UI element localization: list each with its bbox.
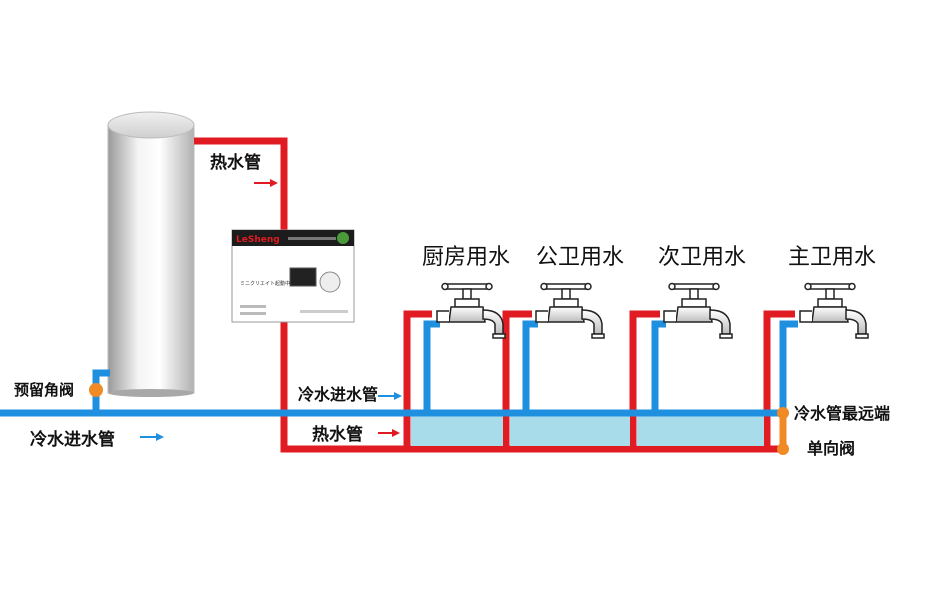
hot-water-pipes — [194, 137, 795, 453]
label-hot-pipe-top: 热水管 — [210, 152, 261, 173]
label-faucet-second-bath: 次卫用水 — [658, 245, 746, 270]
faucet-master-bath — [799, 282, 869, 339]
arrow-cold-loop — [378, 392, 402, 400]
arrow-hot-top — [254, 179, 278, 187]
label-cold-far-end: 冷水管最远端 — [794, 404, 890, 423]
label-faucet-public-bath: 公卫用水 — [536, 245, 624, 270]
flow-arrows — [140, 179, 402, 441]
water-heater-tank — [107, 111, 195, 397]
label-hot-pipe-loop: 热水管 — [312, 424, 363, 445]
check-valve-pipe — [777, 407, 789, 455]
circulation-pump-device: LeSheng ミニクリエイト起動中 — [231, 229, 355, 323]
faucet-kitchen — [436, 282, 506, 339]
label-preset-valve: 预留角阀 — [14, 381, 74, 399]
faucet-public-bath — [535, 282, 605, 339]
label-cold-inlet-main: 冷水进水管 — [30, 429, 115, 450]
label-cold-inlet-loop: 冷水进水管 — [298, 385, 378, 404]
faucet-second-bath — [663, 282, 733, 339]
label-faucet-master-bath: 主卫用水 — [788, 245, 876, 270]
label-check-valve: 单向阀 — [807, 439, 855, 458]
arrow-hot-loop — [378, 429, 400, 437]
preset-valve-dot — [89, 383, 103, 397]
device-brand: LeSheng — [236, 235, 280, 245]
device-small-text: ミニクリエイト起動中 — [240, 280, 290, 287]
label-faucet-kitchen: 厨房用水 — [422, 245, 510, 270]
cold-water-pipes — [0, 320, 798, 417]
water-fill-areas — [411, 416, 764, 446]
arrow-cold-main — [140, 433, 164, 441]
